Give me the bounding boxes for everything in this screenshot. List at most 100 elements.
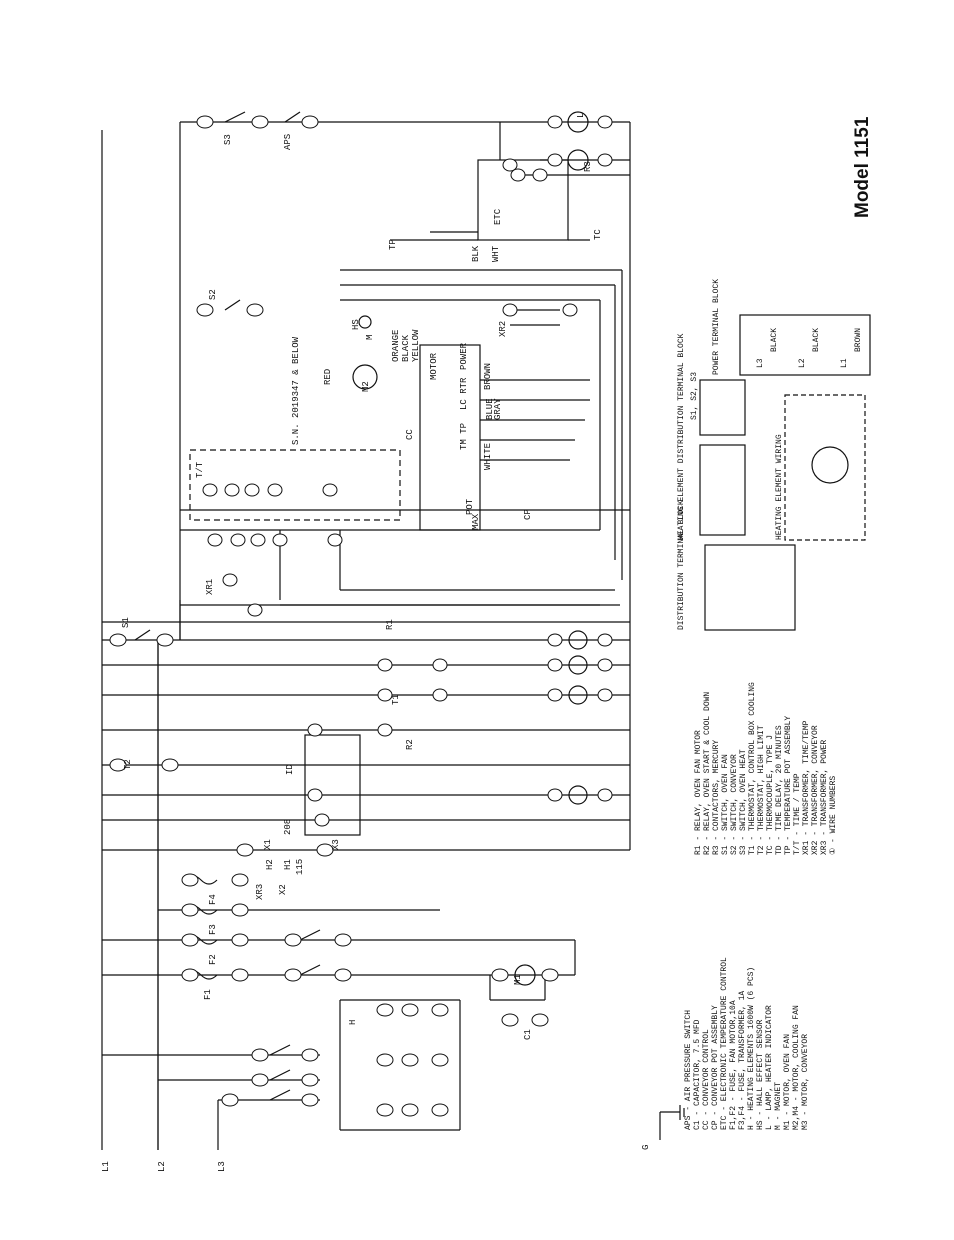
component-label: F2 [208,954,218,965]
serial-note: S.N. 2019347 & BELOW [291,336,301,445]
legend-entry: TC - THERMOCOUPLE, TYPE J [766,735,775,855]
component-label: C1 [523,1029,533,1040]
component-label: MOTOR [429,352,439,380]
legend-entry: M1 - MOTOR, OVEN FAN [783,1034,792,1130]
legend-entry: S3 - SWITCH, OVEN HEAT [739,749,748,855]
legend-entry: ① - WIRE NUMBERS [829,776,838,855]
component-label: XR3 [255,884,265,900]
wire-color-label: YELLOW [411,329,421,362]
legend-entry: ETC - ELECTRONIC TEMPERATURE CONTROL [720,957,729,1130]
wire-color-label: ORANGE [391,330,401,362]
component-label: CP [523,509,533,520]
component-label: S3 [223,134,233,145]
component-label: POWER [459,342,469,370]
wire-color-label: BLACK [401,334,411,362]
switches-caption: S1, S2, S3 [690,372,699,420]
component-label: M1 [513,974,523,985]
component-label: S2 [208,289,218,300]
component-label: M2 [361,381,371,392]
component-label: APS [283,134,293,150]
legend-entry: R1 - RELAY, OVEN FAN MOTOR [694,730,703,855]
component-label: MAX [471,513,481,530]
component-label: 208 [283,819,293,835]
legend-entry: R3 - CONTACTORS, MERCURY [712,740,721,855]
legend-entry: CP - CONVEYOR POT ASSEMBLY [711,1005,720,1130]
wire-color-label: BLUE [485,398,495,420]
legend-entry: T2 - THERMOSTAT, HIGH LIMIT [757,725,766,855]
component-label: T1 [391,694,401,705]
legend-entry: T1 - THERMOSTAT, CONTROL BOX COOLING [748,682,757,855]
heating-wiring-caption: HEATING ELEMENT WIRING [775,434,784,540]
legend-entry: C1 - CAPACITOR, 7.5 MFD [693,1019,702,1130]
legend-entry: XR2 - TRANSFORMER, CONVEYOR [811,725,820,855]
component-label: TM TP [459,423,469,450]
legend-entry: CC - CONVEYOR CONTROL [702,1029,711,1130]
legend-entry: F1,F2 - FUSE, FAN MOTOR,10A [729,1000,738,1130]
label-g: G [641,1145,651,1150]
legend-entry: M2,M4 - MOTOR, COOLING FAN [792,1005,801,1130]
component-label: ID [285,764,295,775]
component-label: S1 [121,617,131,628]
wire-color-label: GRAY [493,398,503,420]
component-label: H [348,1020,358,1025]
legend-entry: F3,F4 - FUSE, TRANSFORMER, 1A [738,991,747,1130]
component-label: X1 [263,839,273,850]
legend-entry: APS - AIR PRESSURE SWITCH [684,1010,693,1130]
power-terminal-color: BLACK [812,328,821,352]
component-label: F4 [208,894,218,905]
power-terminal-id: L1 [840,358,849,368]
power-terminal-color: BROWN [854,328,863,352]
wire-color-label: BROWN [483,363,493,390]
label-l1: L1 [101,1161,111,1172]
component-label: R1 [385,619,395,630]
legend-entry: R2 - RELAY, OVEN START & COOL DOWN [703,692,712,855]
component-label: POT [465,498,475,515]
wire-color-label: BLK [471,245,481,262]
legend-entry: M3 - MOTOR, CONVEYOR [801,1034,810,1130]
legend-entry: XR1 - TRANSFORMER, TIME/TEMP [802,720,811,855]
component-label: 115 [295,859,305,875]
model-title: Model 1151 [852,116,873,218]
heating-distribution-caption: HEATING ELEMENT DISTRIBUTION TERMINAL BL… [677,333,686,540]
component-label: T/T [195,461,205,478]
wire-color-label: WHT [491,245,501,262]
legend-entry: S2 - SWITCH, CONVEYOR [730,754,739,855]
legend-entry: H - HEATING ELEMENTS 1600W (6 PCS) [747,967,756,1130]
component-label: M [365,335,375,340]
component-label: LC RTR [459,377,469,410]
legend-entry: S1 - SWITCH, OVEN FAN [721,754,730,855]
legend-entry: L - LAMP, HEATER INDICATOR [765,1005,774,1130]
component-label: L [576,113,586,118]
component-label: CC [405,429,415,440]
legend-entry: T/T - TIME / TEMP [793,773,802,855]
component-label: F1 [203,989,213,1000]
power-terminal-caption: POWER TERMINAL BLOCK [712,279,721,375]
wire-color-label: RED [323,369,333,385]
component-label: H2 [265,859,275,870]
component-label: XR1 [205,579,215,595]
wire-color-label: WHITE [483,443,493,470]
component-label: X3 [331,839,341,850]
power-terminal-color: BLACK [770,328,779,352]
legend-entry: TP - TEMPERATURE POT ASSEMBLY [784,716,793,855]
component-label: X2 [278,884,288,895]
component-label: XR2 [498,321,508,337]
power-terminal-id: L3 [756,358,765,368]
component-label: TC [593,229,603,240]
legend-entry: TD - TIME DELAY, 20 MINUTES [775,725,784,855]
component-label: R3 [583,161,593,172]
label-l3: L3 [217,1161,227,1172]
component-label: F3 [208,924,218,935]
component-label: TP [388,239,398,250]
legend-entry: HS - HALL EFFECT SENSOR [756,1019,765,1130]
component-label: T2 [123,759,133,770]
component-label: R2 [405,739,415,750]
legend-entry: M - MAGNET [774,1082,783,1130]
